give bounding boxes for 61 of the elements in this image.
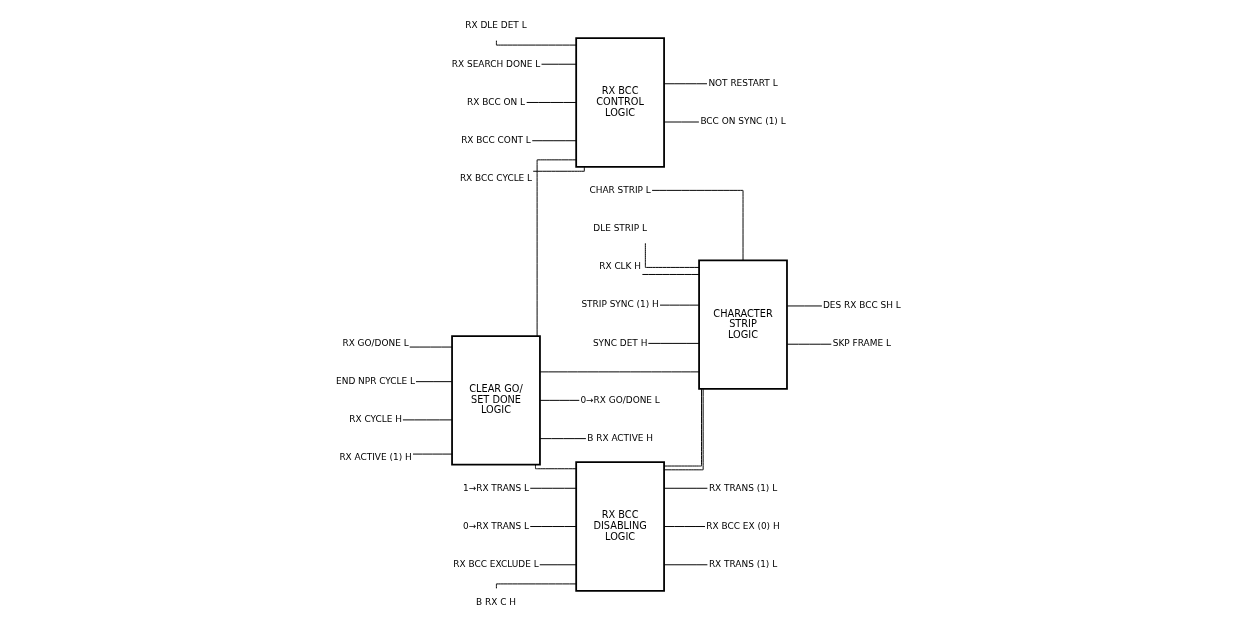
connector [540,63,577,65]
connector [525,102,576,103]
connector [786,305,822,307]
node-text: RX CYCLE H [348,414,402,425]
connector [663,121,699,123]
connector [647,342,700,344]
node-text: RX BCC CYCLE L [459,173,532,184]
connector [532,166,585,172]
node-box: RX BCC DISABLING LOGIC [574,461,665,592]
node-text: CHAR STRIP L [588,184,651,195]
node-text: RX BCC EX (0) H [705,520,780,531]
node-text: RX ACTIVE (1) H [338,452,412,463]
node-text: RX DLE DET L [464,20,527,31]
connector [659,304,699,306]
node-text: SYNC DET H [592,337,647,348]
connector [536,159,576,337]
node-text: RX BCC CONT L [460,135,531,146]
connector [641,274,700,275]
node-text: RX TRANS (1) L [708,482,777,493]
node-text: DLE STRIP L [592,222,647,233]
connector [495,583,577,589]
connector [539,371,700,373]
node-text: 1→RX TRANS L [462,482,529,493]
connector [495,40,577,46]
node-box: RX BCC CONTROL LOGIC [574,37,665,168]
connector [412,453,452,455]
node-text: STRIP SYNC (1) H [580,299,659,310]
node-box: CHARACTER STRIP LOGIC [697,259,788,390]
connector [408,346,452,348]
connector [539,438,586,440]
node-text: 0→RX GO/DONE L [579,394,660,405]
node-text: RX SEARCH DONE L [451,58,540,69]
connector [663,564,708,566]
connector [415,381,452,383]
connector [529,487,576,489]
node-text: B RX C H [475,597,516,608]
connector [531,140,577,142]
connector [651,189,743,261]
connector [534,464,577,470]
connector [663,526,705,527]
node-text: RX CLK H [598,261,641,272]
connector [644,242,700,268]
connector [786,343,832,345]
node-text: RX TRANS (1) L [708,559,777,570]
node-text: DES RX BCC SH L [822,300,901,311]
node-text: END NPR CYCLE L [335,375,415,386]
connector [538,564,577,566]
node-text: B RX ACTIVE H [586,432,653,443]
connector [401,419,452,421]
node-text: BCC ON SYNC (1) L [699,116,786,127]
connector [539,399,580,401]
node-text: RX GO/DONE L [341,337,409,348]
node-text: RX BCC EXCLUDE L [452,559,539,570]
connector [529,526,576,527]
node-text: SKP FRAME L [832,338,891,349]
node-text: 0→RX TRANS L [462,520,529,531]
node-text: NOT RESTART L [707,78,778,89]
connector [663,83,707,85]
connector [663,487,708,489]
node-text: RX BCC ON L [466,96,525,107]
node-box: CLEAR GO/ SET DONE LOGIC [450,335,541,466]
